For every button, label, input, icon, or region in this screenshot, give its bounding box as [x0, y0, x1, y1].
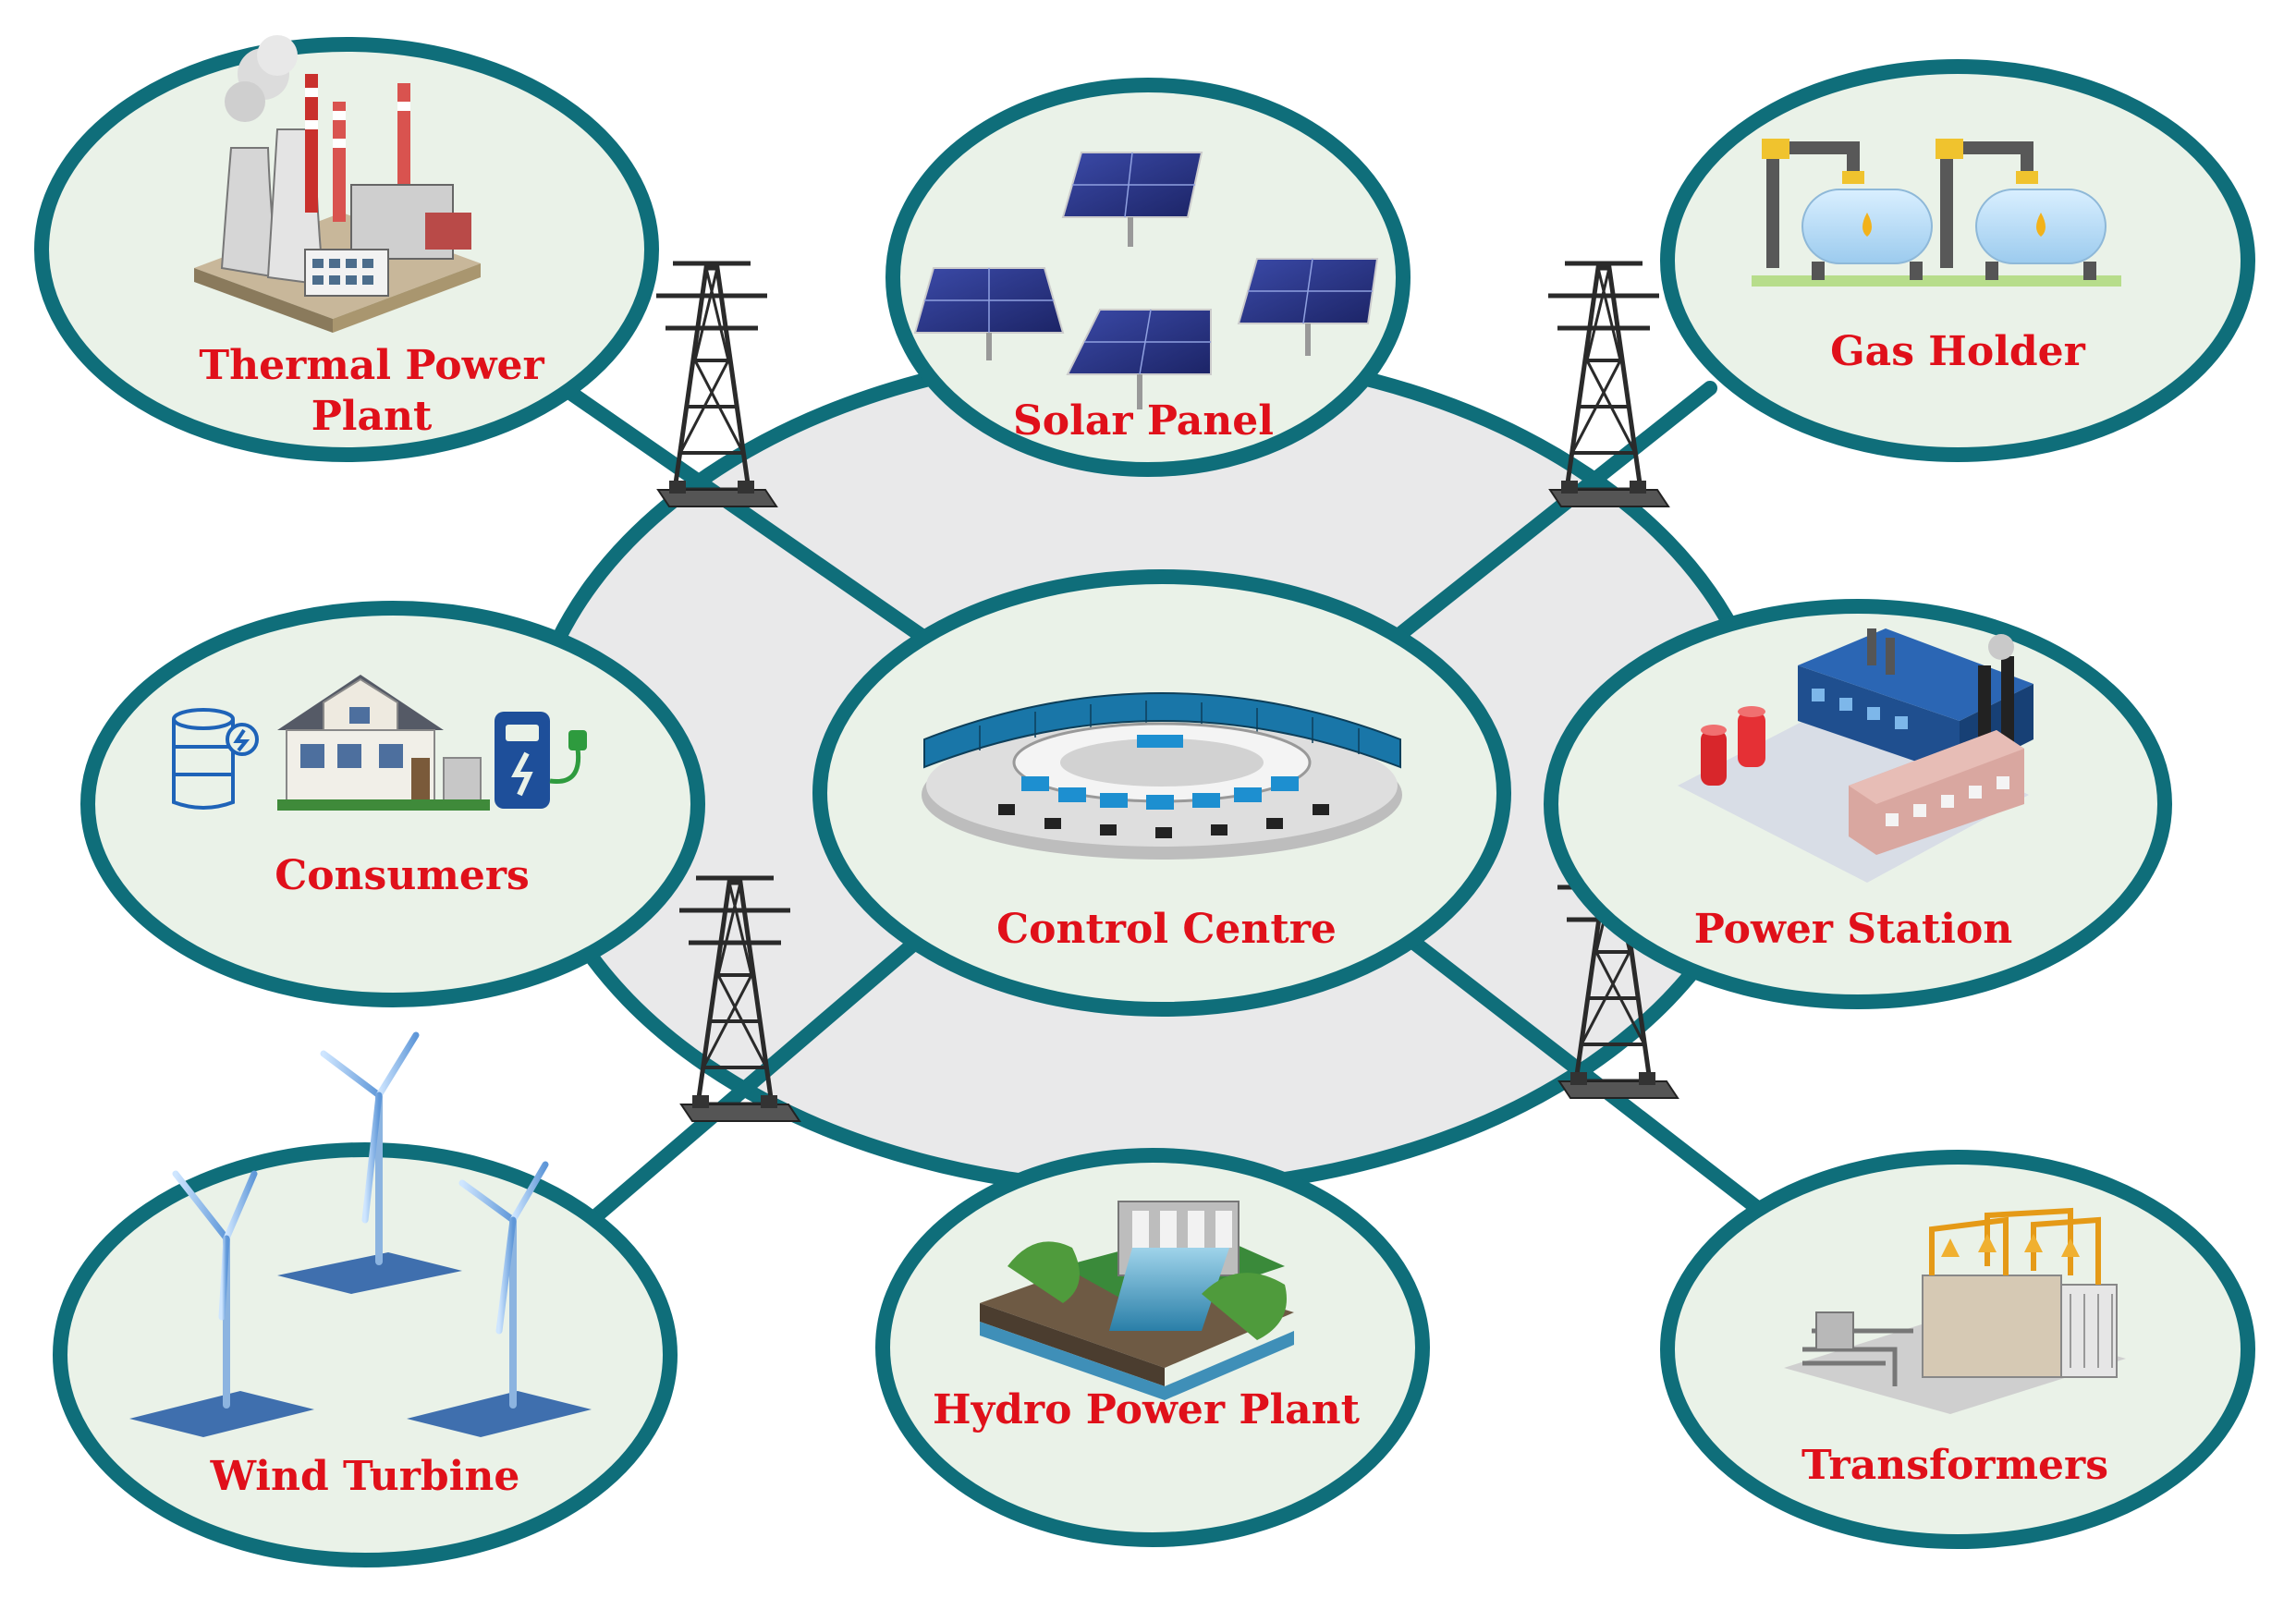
node-power-station: Power Station	[1544, 599, 2172, 1009]
node-gas-holder: Gas Holder	[1660, 59, 2255, 462]
node-consumers: Consumers	[80, 601, 705, 1007]
gas-label: Gas Holder	[1830, 328, 2086, 375]
thermal-label-line2: Plant	[311, 393, 433, 440]
thermal-label-line1: Thermal Power	[199, 342, 544, 389]
wind-label: Wind Turbine	[210, 1453, 520, 1500]
node-solar-panel: Solar Panel	[885, 78, 1411, 477]
solar-label: Solar Panel	[1013, 397, 1274, 445]
consumers-label: Consumers	[275, 852, 530, 899]
house-battery-ev-charger-icon	[172, 675, 587, 811]
power-station-label: Power Station	[1694, 906, 2013, 953]
solar-panel-icon	[913, 152, 1379, 409]
transformer-substation-icon	[1784, 1207, 2126, 1414]
node-hydro-power-plant: Hydro Power Plant	[875, 1148, 1430, 1547]
hydro-label: Hydro Power Plant	[933, 1386, 1361, 1433]
node-transformers: Transformers	[1660, 1150, 2255, 1549]
node-control-centre: Control Centre	[812, 569, 1511, 1017]
gas-holder-icon	[1752, 139, 2121, 287]
node-wind-turbine: Wind Turbine	[53, 1031, 678, 1567]
connector-lines	[556, 381, 1768, 1227]
power-station-icon	[1678, 628, 2033, 883]
wind-turbine-icon	[129, 1031, 592, 1437]
node-thermal-power-plant: Thermal Power Plant	[34, 35, 659, 462]
thermal-power-plant-icon	[194, 35, 481, 333]
control-room-icon	[922, 692, 1402, 860]
hydro-dam-icon	[980, 1201, 1294, 1400]
transformers-label: Transformers	[1801, 1442, 2108, 1489]
control-label: Control Centre	[996, 906, 1337, 953]
